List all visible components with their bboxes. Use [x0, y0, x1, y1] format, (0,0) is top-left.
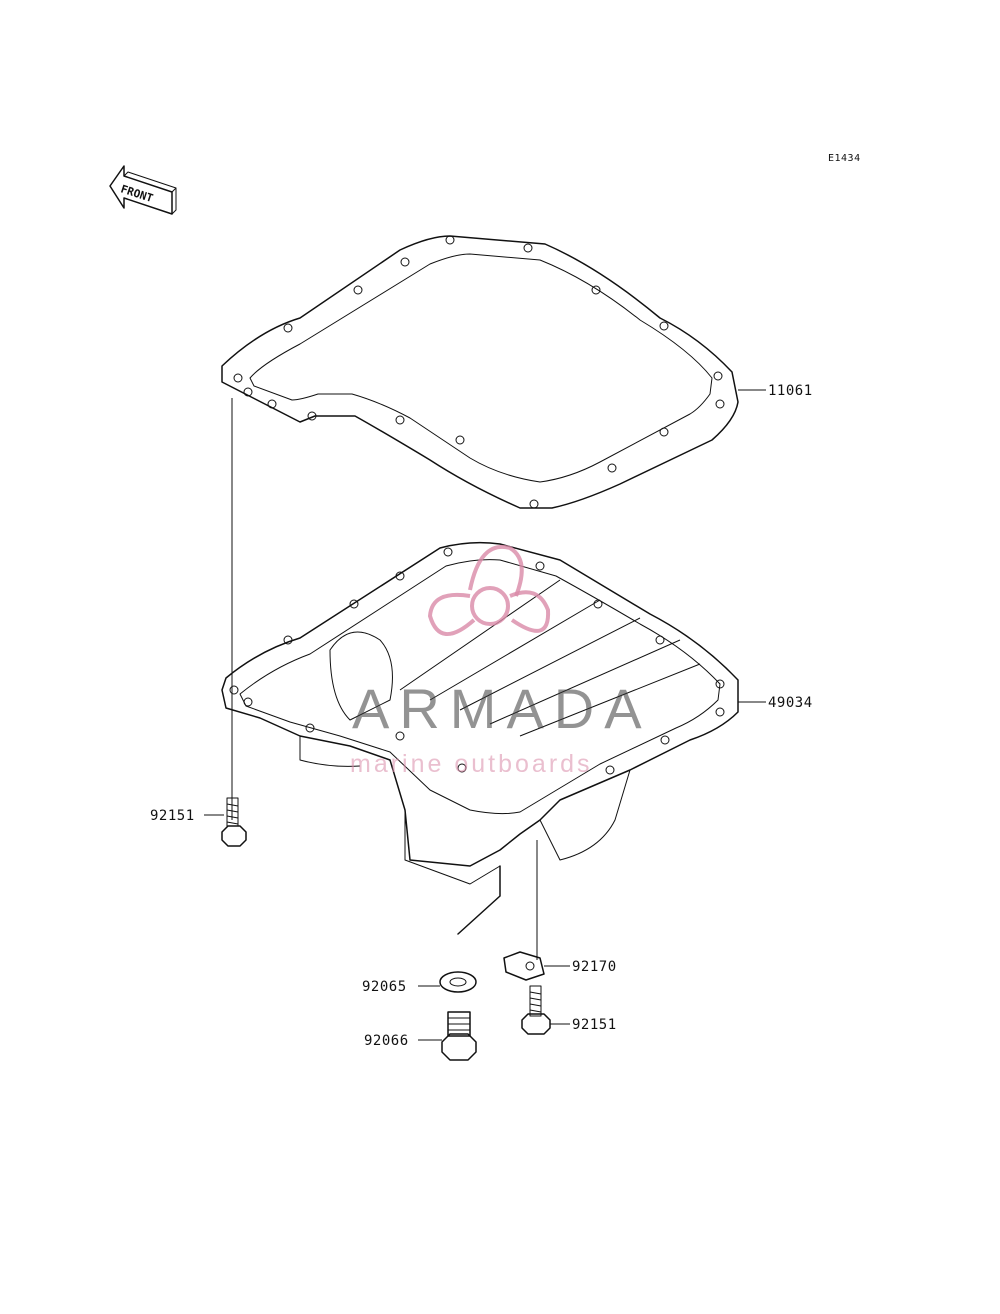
watermark-tagline: marine outboards: [350, 750, 593, 778]
bolt-92151-right: [521, 985, 551, 1035]
gasket-11061: [221, 235, 739, 509]
part-number-92170: 92170: [572, 959, 617, 975]
part-number-11061: 11061: [768, 383, 813, 399]
oil-pan-49034: [221, 541, 739, 935]
washer-92065: [439, 971, 477, 993]
diagram-code: E1434: [828, 153, 861, 164]
part-number-92065: 92065: [362, 979, 407, 995]
bolt-92151-left: [221, 797, 247, 847]
part-number-49034: 49034: [768, 695, 813, 711]
armada-logo-icon: [427, 544, 551, 637]
drain-plug-92066: [441, 1011, 477, 1061]
front-arrow-icon: [109, 165, 177, 215]
part-number-92151-right: 92151: [572, 1017, 617, 1033]
clamp-92170: [503, 951, 545, 981]
part-number-92151-left: 92151: [150, 808, 195, 824]
part-number-92066: 92066: [364, 1033, 409, 1049]
watermark-brand: ARMADA: [352, 677, 652, 740]
